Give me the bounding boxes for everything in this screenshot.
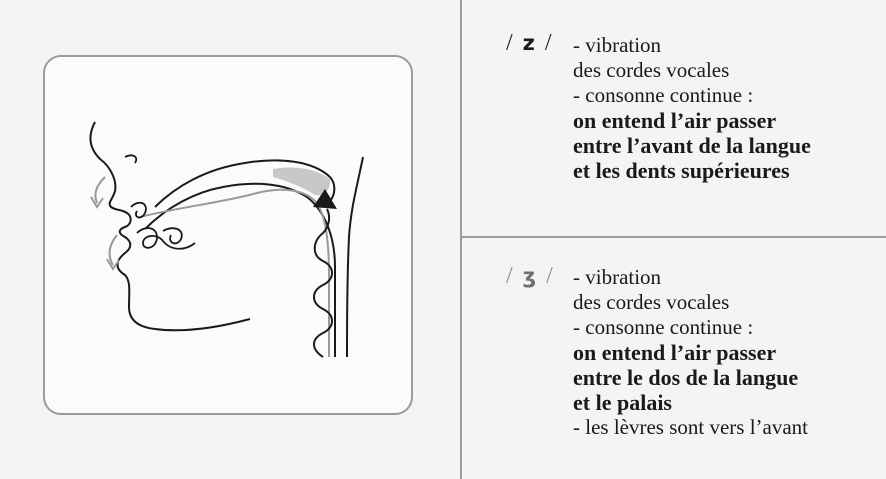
mouth-airflow-arrow <box>110 235 117 265</box>
phoneme-slash-close: / <box>545 30 554 56</box>
desc-line: - vibration <box>573 265 808 290</box>
upper-lip-curl <box>131 203 146 218</box>
phoneme-label-zh: / ʒ / <box>506 263 555 290</box>
face-profile <box>90 122 250 330</box>
lower-lip-curl <box>137 228 195 249</box>
phoneme-symbol: z <box>523 31 537 55</box>
horizontal-divider <box>460 236 886 238</box>
vocal-tract-diagram-panel <box>43 55 413 415</box>
phoneme-slash-open: / <box>506 30 515 56</box>
desc-bold-line: on entend l’air passer <box>573 340 808 365</box>
desc-bold-line: et les dents supérieures <box>573 158 811 183</box>
vertical-divider <box>460 0 462 479</box>
desc-line: des cordes vocales <box>573 58 811 83</box>
desc-line: - consonne continue : <box>573 83 811 108</box>
tongue-tip-curl <box>163 228 182 243</box>
desc-bold-line: on entend l’air passer <box>573 108 811 133</box>
phoneme-slash-close: / <box>546 263 555 289</box>
nasal-airflow-arrow <box>95 177 105 203</box>
phoneme-description-z: - vibration des cordes vocales - consonn… <box>573 33 811 183</box>
desc-bold-line: et le palais <box>573 390 808 415</box>
desc-bold-line: entre l’avant de la langue <box>573 133 811 158</box>
phoneme-description-zh: - vibration des cordes vocales - consonn… <box>573 265 808 440</box>
phoneme-label-z: / z / <box>506 30 554 57</box>
desc-extra-line: - les lèvres sont vers l’avant <box>573 415 808 440</box>
desc-line: - consonne continue : <box>573 315 808 340</box>
nostril <box>125 155 136 163</box>
desc-line: - vibration <box>573 33 811 58</box>
desc-line: des cordes vocales <box>573 290 808 315</box>
desc-bold-line: entre le dos de la langue <box>573 365 808 390</box>
phoneme-slash-open: / <box>506 263 515 289</box>
oral-airflow-line <box>140 190 329 357</box>
vocal-tract-diagram <box>45 57 415 417</box>
phoneme-symbol: ʒ <box>523 264 538 288</box>
pharynx-wall <box>347 157 363 357</box>
